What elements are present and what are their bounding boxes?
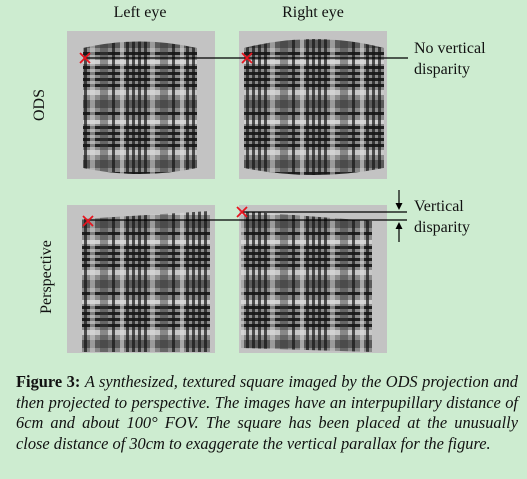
- panel-perspective-right: [239, 205, 387, 353]
- marker-perspective-left: [82, 215, 94, 227]
- annotation-no-vertical-disparity: No vertical disparity: [414, 38, 486, 80]
- figure-caption: Figure 3: A synthesized, textured square…: [16, 372, 518, 454]
- figure-number: Figure 3:: [16, 372, 81, 391]
- figure-illustration: [67, 31, 408, 353]
- marker-ods-right: [241, 52, 253, 64]
- annotation-line-1: No vertical: [414, 40, 486, 57]
- annotation-line-1: Vertical: [414, 198, 464, 215]
- disparity-arrow-down-icon: [395, 190, 403, 210]
- column-label-left-eye: Left eye: [113, 4, 167, 21]
- marker-ods-left: [79, 52, 91, 64]
- panel-perspective-left: [67, 205, 215, 353]
- disparity-arrow-up-icon: [395, 222, 403, 242]
- panel-ods-left: [67, 31, 215, 179]
- column-label-right-eye: Right eye: [282, 4, 344, 21]
- annotation-vertical-disparity: Vertical disparity: [414, 196, 470, 238]
- annotation-line-2: disparity: [414, 61, 470, 78]
- marker-perspective-right: [236, 206, 248, 218]
- panel-ods-right: [239, 31, 387, 179]
- caption-text: A synthesized, textured square imaged by…: [16, 372, 518, 453]
- annotation-line-2: disparity: [414, 219, 470, 236]
